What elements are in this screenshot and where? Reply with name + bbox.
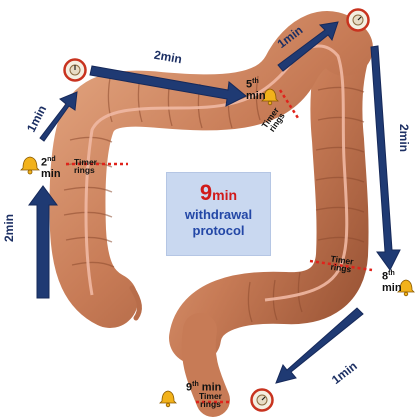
- protocol-line-2: protocol: [167, 223, 270, 239]
- arrow-down-right: [371, 46, 400, 270]
- protocol-duration: 9min: [167, 181, 270, 207]
- bell-icon-2nd: [21, 157, 39, 174]
- marker-5th-min: 5th min: [246, 78, 266, 102]
- marker-2nd-min: 2nd min: [41, 156, 61, 180]
- clock-icon-left: [65, 60, 86, 81]
- protocol-line-1: withdrawal: [167, 207, 270, 223]
- clock-icon-top-right: [348, 10, 369, 31]
- clock-icon-bottom: [252, 390, 273, 411]
- arrow-label-lower-left: 2min: [2, 214, 16, 242]
- protocol-title-box: 9min withdrawal protocol: [166, 172, 271, 256]
- arrow-label-right: 2min: [397, 124, 411, 152]
- bell-icon-9th: [160, 391, 176, 407]
- marker-8th-min: 8th min: [382, 270, 402, 294]
